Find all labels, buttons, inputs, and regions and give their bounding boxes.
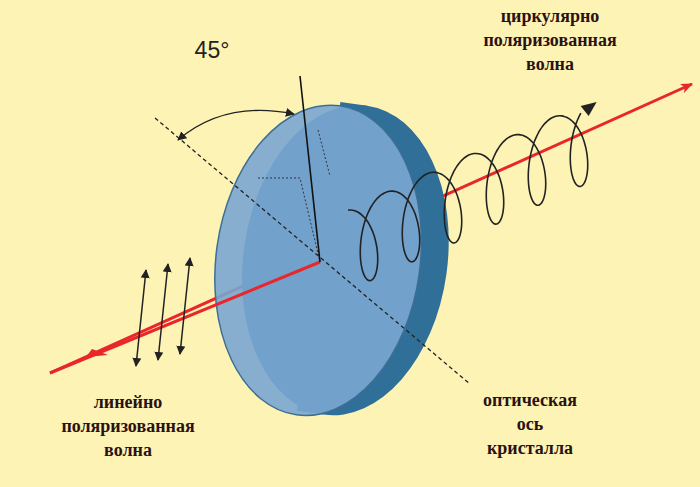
crystal-plate [195, 88, 468, 433]
beam-arrowhead [86, 349, 108, 357]
angle-label: 45° [195, 38, 230, 62]
guide-line [258, 130, 330, 262]
angle-arc [178, 110, 294, 140]
polarization-arrows [136, 258, 190, 366]
wave-label: линейно поляризованная волна [61, 390, 194, 462]
optical-axis [155, 118, 470, 384]
polarization-line [300, 76, 320, 262]
wave-label: циркулярно поляризованная волна [483, 4, 616, 76]
helix-wave [348, 113, 588, 281]
light-beam-front [50, 262, 320, 373]
helix-arrowhead [581, 102, 597, 116]
axis-label: оптическая ось кристалла [483, 388, 577, 460]
